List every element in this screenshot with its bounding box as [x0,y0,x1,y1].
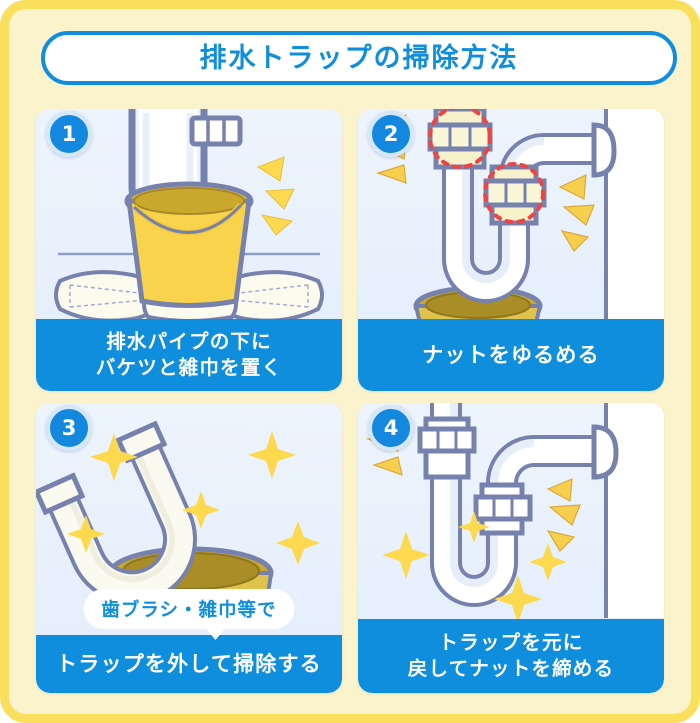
nut-lower-graphic [473,482,533,536]
highlight-circle-lower-graphic [483,162,545,224]
step-2-caption: ナットをゆるめる [358,319,664,391]
step-4-caption-line-1: トラップを元に [438,630,584,654]
burst-right-graphic [546,478,581,552]
sparkle-2 [248,431,296,479]
step-3-caption: トラップを外して掃除する [36,635,342,693]
detached-u-trap-graphic [36,420,197,605]
step-panel-1: 1 排水パイプの下に バケツと雑巾を置く [36,109,342,391]
steps-grid: 1 排水パイプの下に バケツと雑巾を置く [36,109,664,693]
wall-graphic [604,109,664,324]
s-trap-pipe-graphic [430,403,619,607]
title-pill: 排水トラップの掃除方法 [41,31,677,85]
page-title: 排水トラップの掃除方法 [199,42,519,74]
sparkle-group [382,511,567,623]
step-2-svg [371,109,664,331]
step-1-caption: 排水パイプの下に バケツと雑巾を置く [36,319,342,391]
sparkle-burst-graphic [256,156,295,236]
step-2-caption-line-1: ナットをゆるめる [422,342,600,367]
step-1-caption-line-2: バケツと雑巾を置く [95,356,283,379]
s-trap-pipe-graphic [442,109,617,303]
nut-lower-graphic [483,164,547,226]
sparkle-4 [276,521,320,565]
step-1-caption-line-1: 排水パイプの下に [106,329,272,353]
title-banner: 排水トラップの掃除方法 [41,31,677,85]
sparkle-1 [382,531,430,579]
step-4-badge: 4 [368,405,414,451]
step-panel-3: 3 歯ブラシ・雑巾等で トラップを外して掃除する [36,403,342,693]
step-1-badge: 1 [46,111,92,157]
step-3-caption-line-1: トラップを外して掃除する [56,651,322,676]
step-panel-4: 4 トラップを元に 戻してナットを締める [358,403,664,693]
sparkle-2 [458,511,490,543]
step-4-illustration [358,403,664,693]
step-3-illustration [36,403,342,693]
step-3-speech-bubble: 歯ブラシ・雑巾等で [83,589,295,640]
sparkle-1 [90,433,138,481]
step-4-svg [365,403,664,623]
burst-right-graphic [558,174,595,252]
step-4-caption: トラップを元に 戻してナットを締める [358,619,664,693]
step-4-caption-line-2: 戻してナットを締める [407,657,615,680]
cloth-left-graphic [54,270,167,323]
step-panel-2: 2 ナットをゆるめる [358,109,664,391]
nut-graphic [189,115,243,147]
nut-upper-graphic [417,416,477,480]
sparkle-3 [529,543,567,581]
step-2-badge: 2 [368,111,414,157]
highlight-circle-upper-graphic [428,109,492,169]
sparkle-4 [494,575,542,623]
step-3-badge: 3 [46,405,92,451]
step-3-svg [36,420,320,619]
sparkle-group [67,431,320,565]
bucket-graphic [124,181,254,308]
sparkle-5 [182,491,220,529]
sparkle-3 [67,515,105,553]
step-1-svg [54,109,324,323]
